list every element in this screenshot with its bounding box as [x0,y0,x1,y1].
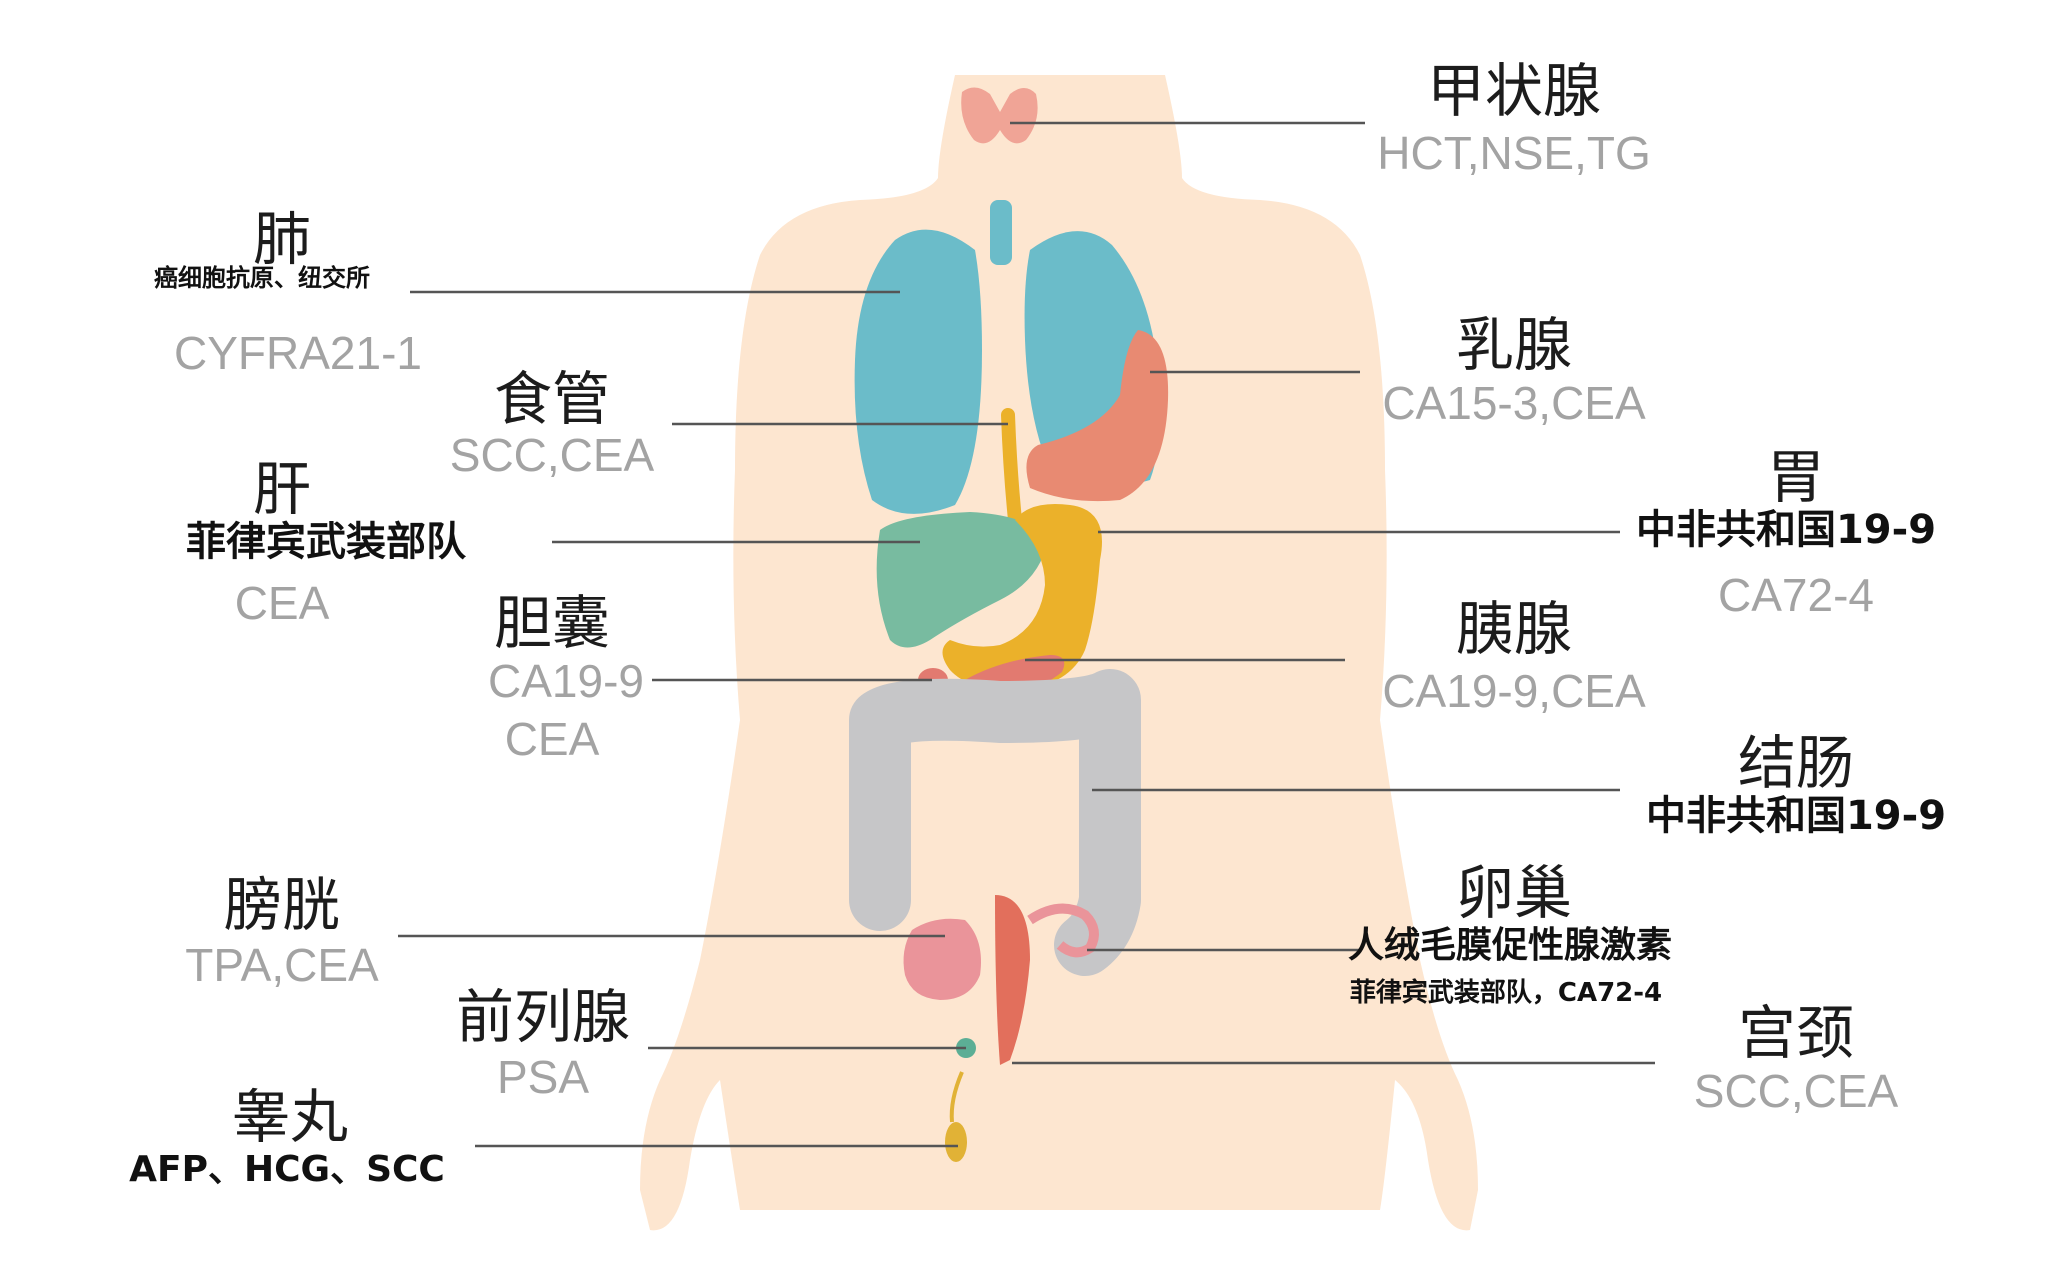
label-lung-name: 肺 [252,205,312,273]
lung-left [854,229,982,514]
label-prostate-name: 前列腺 [455,983,631,1051]
label-prostate-markers: PSA [496,1051,590,1103]
spermatic-cord [949,1071,964,1123]
label-gallbladder-markers-1: CA19-9 [488,655,644,707]
label-pancreas-name: 胰腺 [1455,595,1573,663]
label-gallbladder-name: 胆囊 [493,589,611,657]
label-thyroid-name: 甲状腺 [1426,57,1602,125]
label-cervix-name: 宫颈 [1737,999,1855,1067]
label-colon-note: 中非共和国19-9 [1645,793,1947,839]
liver-organ [876,512,1048,648]
label-esophagus-markers: SCC,CEA [449,429,655,481]
stomach-organ [942,504,1102,691]
label-esophagus-name: 食管 [493,365,611,433]
testis-organ [945,1122,967,1162]
bladder-organ [903,918,981,1000]
label-stomach-markers: CA72-4 [1718,569,1874,621]
label-pancreas-markers: CA19-9,CEA [1382,665,1646,717]
label-ovary-name: 卵巢 [1455,859,1573,927]
label-bladder-name: 膀胱 [223,871,341,939]
label-ovary-note2: 菲律宾武装部队，CA72-4 [1349,978,1663,1008]
label-ovary-note: 人绒毛膜促性腺激素 [1347,925,1673,966]
leader-lines [398,121,1655,1148]
uterus-organ [995,895,1030,1065]
label-bladder-markers: TPA,CEA [185,939,379,991]
label-breast-name: 乳腺 [1455,311,1573,379]
trachea [990,200,1012,265]
label-testis-name: 睾丸 [231,1083,349,1151]
esophagus-tube [1001,408,1022,527]
label-gallbladder-markers-2: CEA [504,713,600,765]
label-lung-markers: CYFRA21-1 [174,327,422,379]
ovary-organ [1027,903,1099,958]
label-thyroid-markers: HCT,NSE,TG [1377,127,1651,179]
colon-organ [849,669,1141,976]
label-liver-name: 肝 [252,455,312,523]
label-stomach-note: 中非共和国19-9 [1635,507,1937,553]
label-stomach-name: 胃 [1766,443,1826,511]
thyroid-gland [961,87,1038,144]
label-lung-note: 癌细胞抗原、纽交所 [154,264,370,292]
breast-tissue [1026,330,1169,502]
label-cervix-markers: SCC,CEA [1693,1065,1899,1117]
label-breast-markers: CA15-3,CEA [1382,377,1646,429]
label-testis-note: AFP、HCG、SCC [129,1149,445,1190]
label-colon-name: 结肠 [1737,729,1855,797]
label-liver-note: 菲律宾武装部队 [186,519,466,565]
label-liver-markers: CEA [234,577,330,629]
